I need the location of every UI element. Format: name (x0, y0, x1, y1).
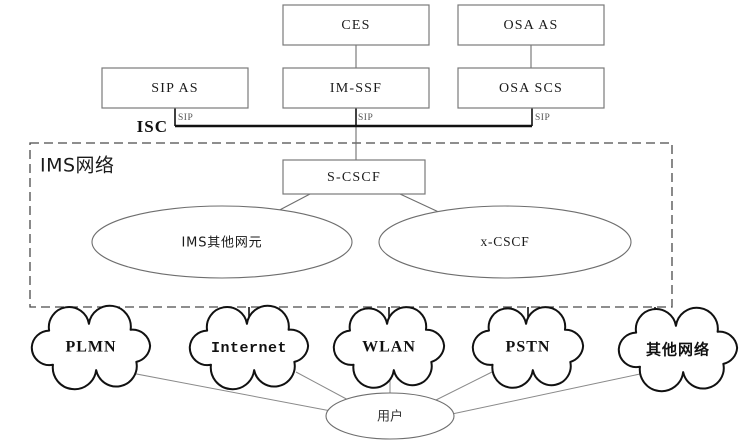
wlan-cloud-shape[interactable] (332, 306, 446, 389)
link-scscf-to-xcscf (399, 193, 444, 215)
user-link-pstn (429, 371, 493, 404)
ims-network-group-label: IMS网络 (40, 155, 115, 177)
s-cscf-box[interactable] (282, 159, 426, 195)
im-ssf-label: IM-SSF (330, 81, 382, 96)
ims-other-ellipse[interactable] (91, 205, 353, 279)
service-capability-row: SIP AS IM-SSF OSA SCS (101, 67, 605, 109)
ims-network-group-boundary (29, 142, 673, 308)
plmn-label: PLMN (65, 339, 116, 356)
x-cscf-label: x-CSCF (480, 234, 529, 249)
osa-scs-label: OSA SCS (499, 81, 563, 96)
node-ims-other[interactable]: IMS其他网元 (91, 205, 353, 279)
node-osa-as[interactable]: OSA AS (457, 4, 605, 46)
im-ssf-box[interactable] (282, 67, 430, 109)
node-osa-scs[interactable]: OSA SCS (457, 67, 605, 109)
cloud-wlan[interactable]: WLAN (332, 306, 446, 389)
pstn-cloud-shape[interactable] (471, 306, 585, 389)
sip-interface-label-0: SIP (178, 113, 193, 123)
ims-core-nodes: IMS其他网元 x-CSCF (91, 205, 632, 279)
user-ellipse[interactable] (325, 392, 455, 440)
other-net-label: 其他网络 (646, 341, 710, 359)
user-access-links (125, 371, 641, 415)
sip-as-box[interactable] (101, 67, 249, 109)
isc-bus (174, 108, 533, 128)
user-link-other-net (451, 373, 641, 415)
cloud-other-net[interactable]: 其他网络 (617, 306, 739, 393)
osa-as-label: OSA AS (503, 18, 558, 33)
sip-interface-label-1: SIP (358, 113, 373, 123)
ces-box[interactable] (282, 4, 430, 46)
application-server-row: CES OSA AS (282, 4, 605, 46)
user-label: 用户 (377, 409, 403, 425)
ces-label: CES (341, 18, 370, 33)
user-node[interactable]: 用户 (325, 392, 455, 440)
cloud-internet[interactable]: Internet (188, 304, 310, 391)
isc-bus-label: ISC (137, 117, 168, 136)
user-link-plmn (125, 371, 332, 412)
access-network-clouds: PLMN Internet WLAN PSTN 其他网络 (30, 304, 739, 393)
cloud-plmn[interactable]: PLMN (30, 304, 152, 391)
pstn-label: PSTN (506, 339, 551, 356)
x-cscf-ellipse[interactable] (378, 205, 632, 279)
ims-other-label: IMS其他网元 (182, 236, 263, 251)
node-ces[interactable]: CES (282, 4, 430, 46)
internet-label: Internet (211, 340, 287, 357)
plmn-cloud-shape[interactable] (30, 304, 152, 391)
sip-interface-label-2: SIP (535, 113, 550, 123)
sip-as-label: SIP AS (151, 81, 199, 96)
osa-as-box[interactable] (457, 4, 605, 46)
user-link-internet (295, 371, 353, 403)
s-cscf-node[interactable]: S-CSCF (282, 159, 426, 195)
s-cscf-label: S-CSCF (327, 170, 381, 185)
sip-interface-labels: SIP SIP SIP (178, 113, 550, 123)
node-im-ssf[interactable]: IM-SSF (282, 67, 430, 109)
osa-scs-box[interactable] (457, 67, 605, 109)
node-sip-as[interactable]: SIP AS (101, 67, 249, 109)
wlan-label: WLAN (362, 339, 416, 356)
other-net-cloud-shape[interactable] (617, 306, 739, 393)
internet-cloud-shape[interactable] (188, 304, 310, 391)
cloud-pstn[interactable]: PSTN (471, 306, 585, 389)
node-x-cscf[interactable]: x-CSCF (378, 205, 632, 279)
